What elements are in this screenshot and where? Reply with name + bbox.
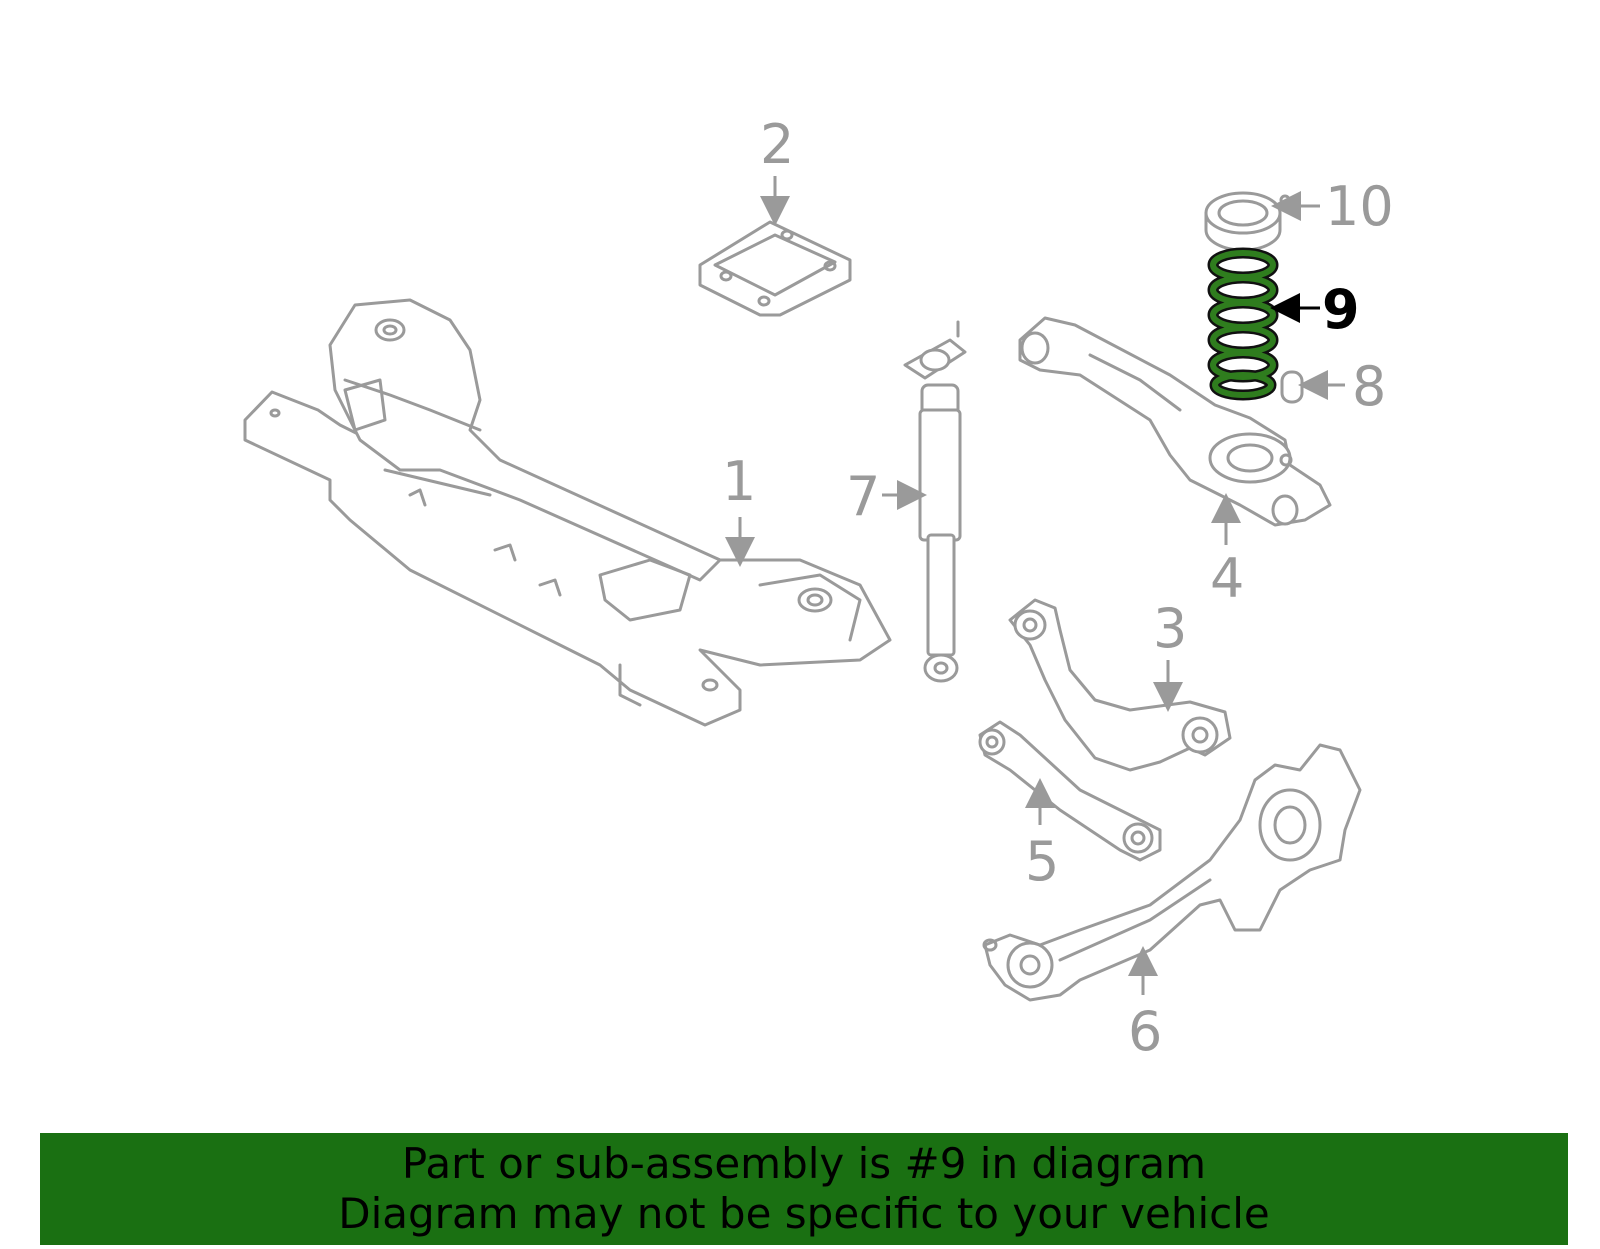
part-2-bracket[interactable] [698,220,852,317]
part-9-coil-spring[interactable] [1207,247,1279,401]
callout-5[interactable]: 5 [1025,830,1059,893]
parts-diagram: 1 2 3 4 5 6 7 8 9 10 [243,113,1394,1063]
part-6-trailing-arm[interactable] [982,743,1362,1002]
callout-1[interactable]: 1 [722,450,756,513]
part-3-upper-arm[interactable] [1008,598,1232,772]
part-5-lateral-link[interactable] [978,720,1162,862]
callout-3[interactable]: 3 [1153,597,1187,660]
callout-7[interactable]: 7 [846,465,880,528]
callout-8[interactable]: 8 [1352,355,1386,418]
callout-4[interactable]: 4 [1210,547,1244,610]
callout-10[interactable]: 10 [1325,175,1394,238]
part-8-bump-stop[interactable] [1280,370,1304,404]
banner-line-1: Part or sub-assembly is #9 in diagram [401,1139,1207,1188]
info-banner: Part or sub-assembly is #9 in diagram Di… [40,1133,1568,1245]
part-10-spring-insulator[interactable] [1204,191,1291,252]
callout-2[interactable]: 2 [760,113,794,176]
part-1-subframe[interactable] [243,298,892,727]
banner-line-2: Diagram may not be specific to your vehi… [338,1189,1270,1238]
callout-9[interactable]: 9 [1322,278,1360,341]
part-7-shock-absorber[interactable] [903,320,967,683]
part-4-lower-control-arm[interactable] [1018,316,1332,527]
callout-6[interactable]: 6 [1128,1000,1162,1063]
